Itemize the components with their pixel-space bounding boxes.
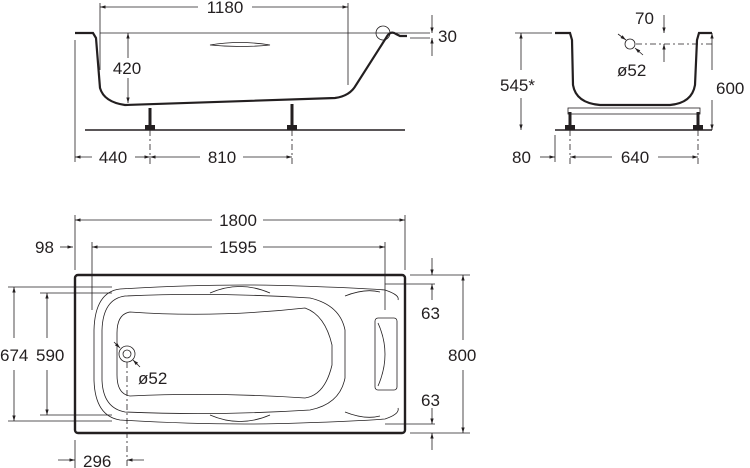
dim-1800: 1800 — [219, 211, 257, 230]
dim-1595: 1595 — [219, 238, 257, 257]
drain-icon — [624, 38, 636, 50]
dim-63-bottom: 63 — [421, 391, 440, 410]
dim-600: 600 — [716, 79, 744, 98]
dim-diameter-52: ø52 — [617, 61, 646, 80]
dim-diameter-52: ø52 — [138, 369, 167, 388]
dim-70: 70 — [635, 9, 654, 28]
dim-440: 440 — [99, 148, 127, 167]
leg-left — [145, 108, 155, 130]
dim-98: 98 — [35, 238, 54, 257]
dim-810: 810 — [208, 148, 236, 167]
drain-icon — [118, 345, 136, 363]
dim-545: 545* — [500, 76, 535, 95]
dim-30: 30 — [438, 27, 457, 46]
headrest — [374, 317, 398, 391]
dim-640: 640 — [621, 148, 649, 167]
end-view: 70 ø52 545* 600 80 640 — [500, 9, 744, 167]
leg-right — [287, 104, 297, 130]
side-view: 1180 420 30 440 810 — [74, 0, 457, 167]
dim-674: 674 — [0, 346, 28, 365]
dim-590: 590 — [36, 346, 64, 365]
handle — [209, 42, 271, 47]
dim-80: 80 — [512, 148, 531, 167]
dim-800: 800 — [448, 346, 476, 365]
top-view: 1800 1595 98 800 63 63 674 590 ø52 296 — [0, 211, 476, 468]
dim-296: 296 — [83, 452, 111, 468]
dim-420: 420 — [113, 59, 141, 78]
dim-1180: 1180 — [207, 0, 244, 17]
dim-63-top: 63 — [421, 304, 440, 323]
foot-right — [693, 112, 703, 130]
foot-left — [565, 112, 575, 130]
tub-outline — [73, 273, 407, 435]
